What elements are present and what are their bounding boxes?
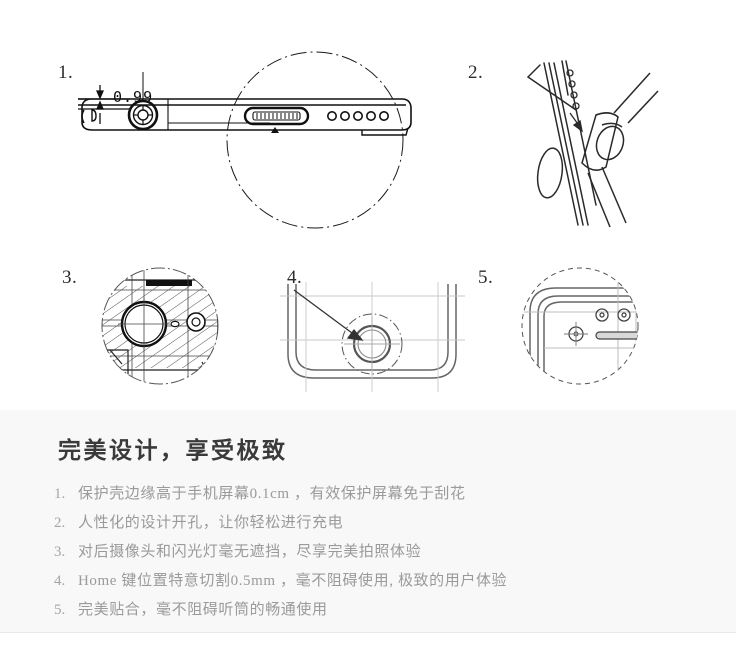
phone-bottom-outline [287, 284, 457, 379]
mic-hole-icon [170, 320, 180, 328]
figure-1-phone-bottom-edge-detail [78, 51, 412, 229]
callout-circle-icon [226, 51, 404, 229]
earpiece-slot-icon [595, 331, 638, 340]
list-item: 4. Home 键位置特意切割0.5mm ，毫不阻碍使用, 极致的用户体验 [54, 569, 714, 598]
flash-bar-icon [146, 280, 192, 286]
list-item-number: 1. [54, 486, 66, 502]
list-item: 5. 完美贴合，毫不阻碍听筒的畅通使用 [54, 598, 714, 627]
section-divider [0, 632, 736, 633]
feature-list: 1. 保护壳边缘高于手机屏幕0.1cm ，有效保护屏幕免于刮花 2. 人性化的设… [54, 482, 714, 627]
product-diagram-section: 1. [58, 51, 659, 392]
list-item: 2. 人性化的设计开孔，让你轻松进行充电 [54, 511, 714, 540]
feature-description-section [0, 410, 736, 632]
front-camera-icon [564, 322, 588, 346]
figure-1-dimension-value: 0.99 [113, 88, 154, 106]
figure-5-earpiece-speaker-detail [521, 267, 639, 385]
list-item-number: 3. [54, 544, 66, 560]
section-heading: 完美设计，享受极致 [58, 438, 288, 463]
callout-circle-icon [521, 267, 639, 385]
figure-2-number: 2. [468, 62, 484, 83]
insertion-arrow-icon [569, 112, 583, 133]
list-item-text: 对后摄像头和闪光灯毫无遮挡，尽享完美拍照体验 [78, 544, 422, 560]
charging-port-icon [243, 106, 310, 133]
list-item-text: 人性化的设计开孔，让你轻松进行充电 [78, 515, 344, 531]
figure-5-number: 5. [478, 267, 494, 288]
callout-circle-icon [341, 313, 403, 375]
figure-1-number: 1. [58, 62, 74, 83]
flash-lens-icon [186, 312, 206, 332]
list-item-number: 5. [54, 602, 66, 618]
list-item-number: 4. [54, 573, 66, 589]
list-item-text: 完美贴合，毫不阻碍听筒的畅通使用 [78, 602, 328, 618]
list-item-text: 保护壳边缘高于手机屏幕0.1cm ，有效保护屏幕免于刮花 [78, 486, 466, 502]
figure-3-number: 3. [62, 267, 78, 288]
sensor-holes-icon [595, 308, 631, 322]
figure-4-home-button-cutout-detail [280, 282, 465, 392]
cable-speaker-holes-icon [566, 69, 580, 110]
list-item-number: 2. [54, 515, 66, 531]
figure-2-charging-cable-insertion-detail [527, 60, 659, 228]
figure-3-rear-camera-flash-cutout-detail [101, 267, 219, 385]
page-bottom-padding [0, 633, 736, 647]
list-item-text: Home 键位置特意切割0.5mm ，毫不阻碍使用, 极致的用户体验 [78, 573, 508, 589]
headphone-jack-icon [127, 72, 159, 131]
list-item: 3. 对后摄像头和闪光灯毫无遮挡，尽享完美拍照体验 [54, 540, 714, 569]
list-item: 1. 保护壳边缘高于手机屏幕0.1cm ，有效保护屏幕免于刮花 [54, 482, 714, 511]
figure-4-number: 4. [287, 267, 303, 288]
pointer-arrow-icon [293, 289, 364, 341]
speaker-holes-icon [326, 110, 389, 121]
